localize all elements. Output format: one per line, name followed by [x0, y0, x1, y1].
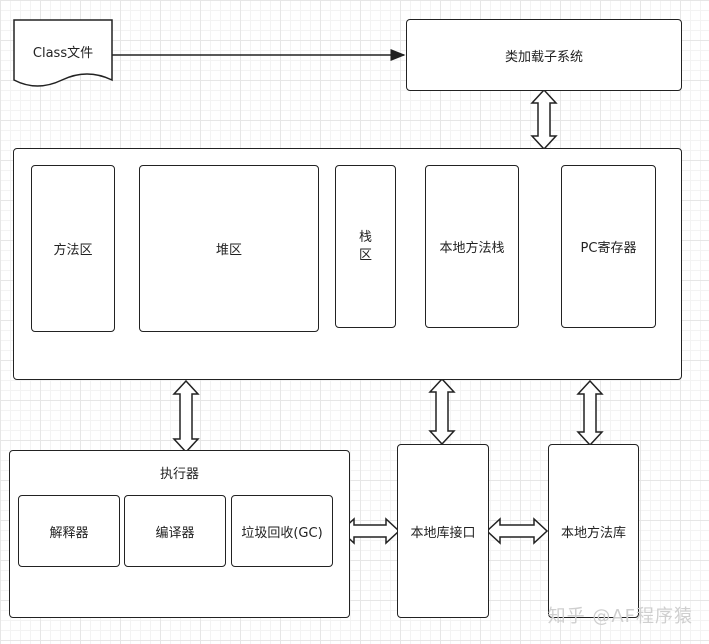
- garbage-collector: 垃圾回收(GC): [231, 495, 333, 567]
- double-arrow-interface-library: [485, 517, 549, 545]
- double-arrow-runtime-interface: [428, 377, 456, 446]
- pc-register: PC寄存器: [561, 165, 656, 328]
- stack-label: 栈区: [358, 229, 372, 263]
- native-method-stack-label: 本地方法栈: [439, 241, 505, 256]
- jit-compiler-label: 编译器: [155, 525, 195, 541]
- native-method-library: 本地方法库: [548, 444, 639, 618]
- method-area-label: 方法区: [53, 243, 93, 258]
- method-area: 方法区: [31, 165, 115, 332]
- interpreter-label: 解释器: [49, 525, 89, 541]
- native-interface-label: 本地库接口: [410, 525, 476, 541]
- class-file-label: Class文件: [32, 46, 94, 61]
- class-loader-label: 类加载子系统: [504, 49, 583, 65]
- stack-area: 栈区: [335, 165, 396, 328]
- double-arrow-runtime-engine: [172, 379, 200, 454]
- execution-engine-label: 执行器: [159, 467, 199, 482]
- heap-area: 堆区: [139, 165, 319, 332]
- pc-register-label: PC寄存器: [580, 241, 637, 256]
- gc-label: 垃圾回收(GC): [241, 525, 323, 541]
- heap-label: 堆区: [215, 243, 242, 258]
- native-library-label: 本地方法库: [560, 525, 626, 541]
- interpreter: 解释器: [18, 495, 120, 567]
- native-method-stack: 本地方法栈: [425, 165, 519, 328]
- watermark: 知乎 @AF程序猿: [547, 606, 693, 627]
- double-arrow-loader-runtime: [530, 88, 558, 151]
- class-loader-subsystem: 类加载子系统: [406, 19, 682, 91]
- jit-compiler: 编译器: [124, 495, 226, 567]
- native-interface: 本地库接口: [397, 444, 489, 618]
- class-file-shape: [13, 19, 113, 87]
- double-arrow-runtime-library: [576, 379, 604, 447]
